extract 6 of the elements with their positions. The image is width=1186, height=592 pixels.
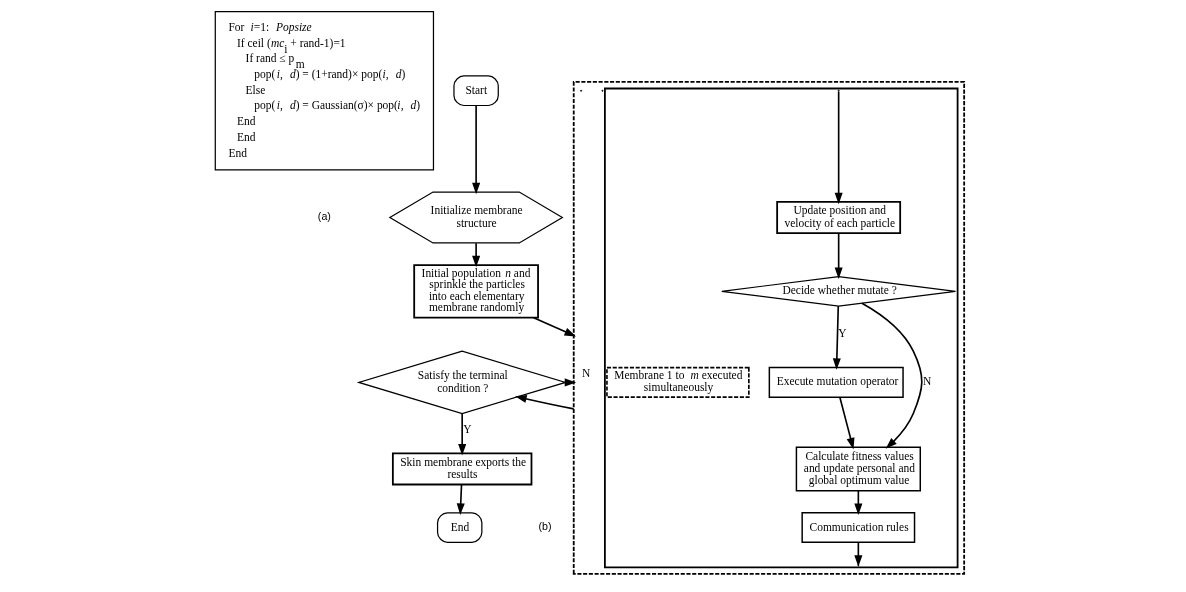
label: (b) bbox=[538, 520, 552, 533]
edge-label: Y bbox=[838, 327, 847, 340]
edge-label: N bbox=[923, 375, 932, 388]
edge-label: N bbox=[582, 366, 591, 379]
label: (a) bbox=[317, 210, 331, 223]
edge-label: Y bbox=[463, 423, 472, 436]
